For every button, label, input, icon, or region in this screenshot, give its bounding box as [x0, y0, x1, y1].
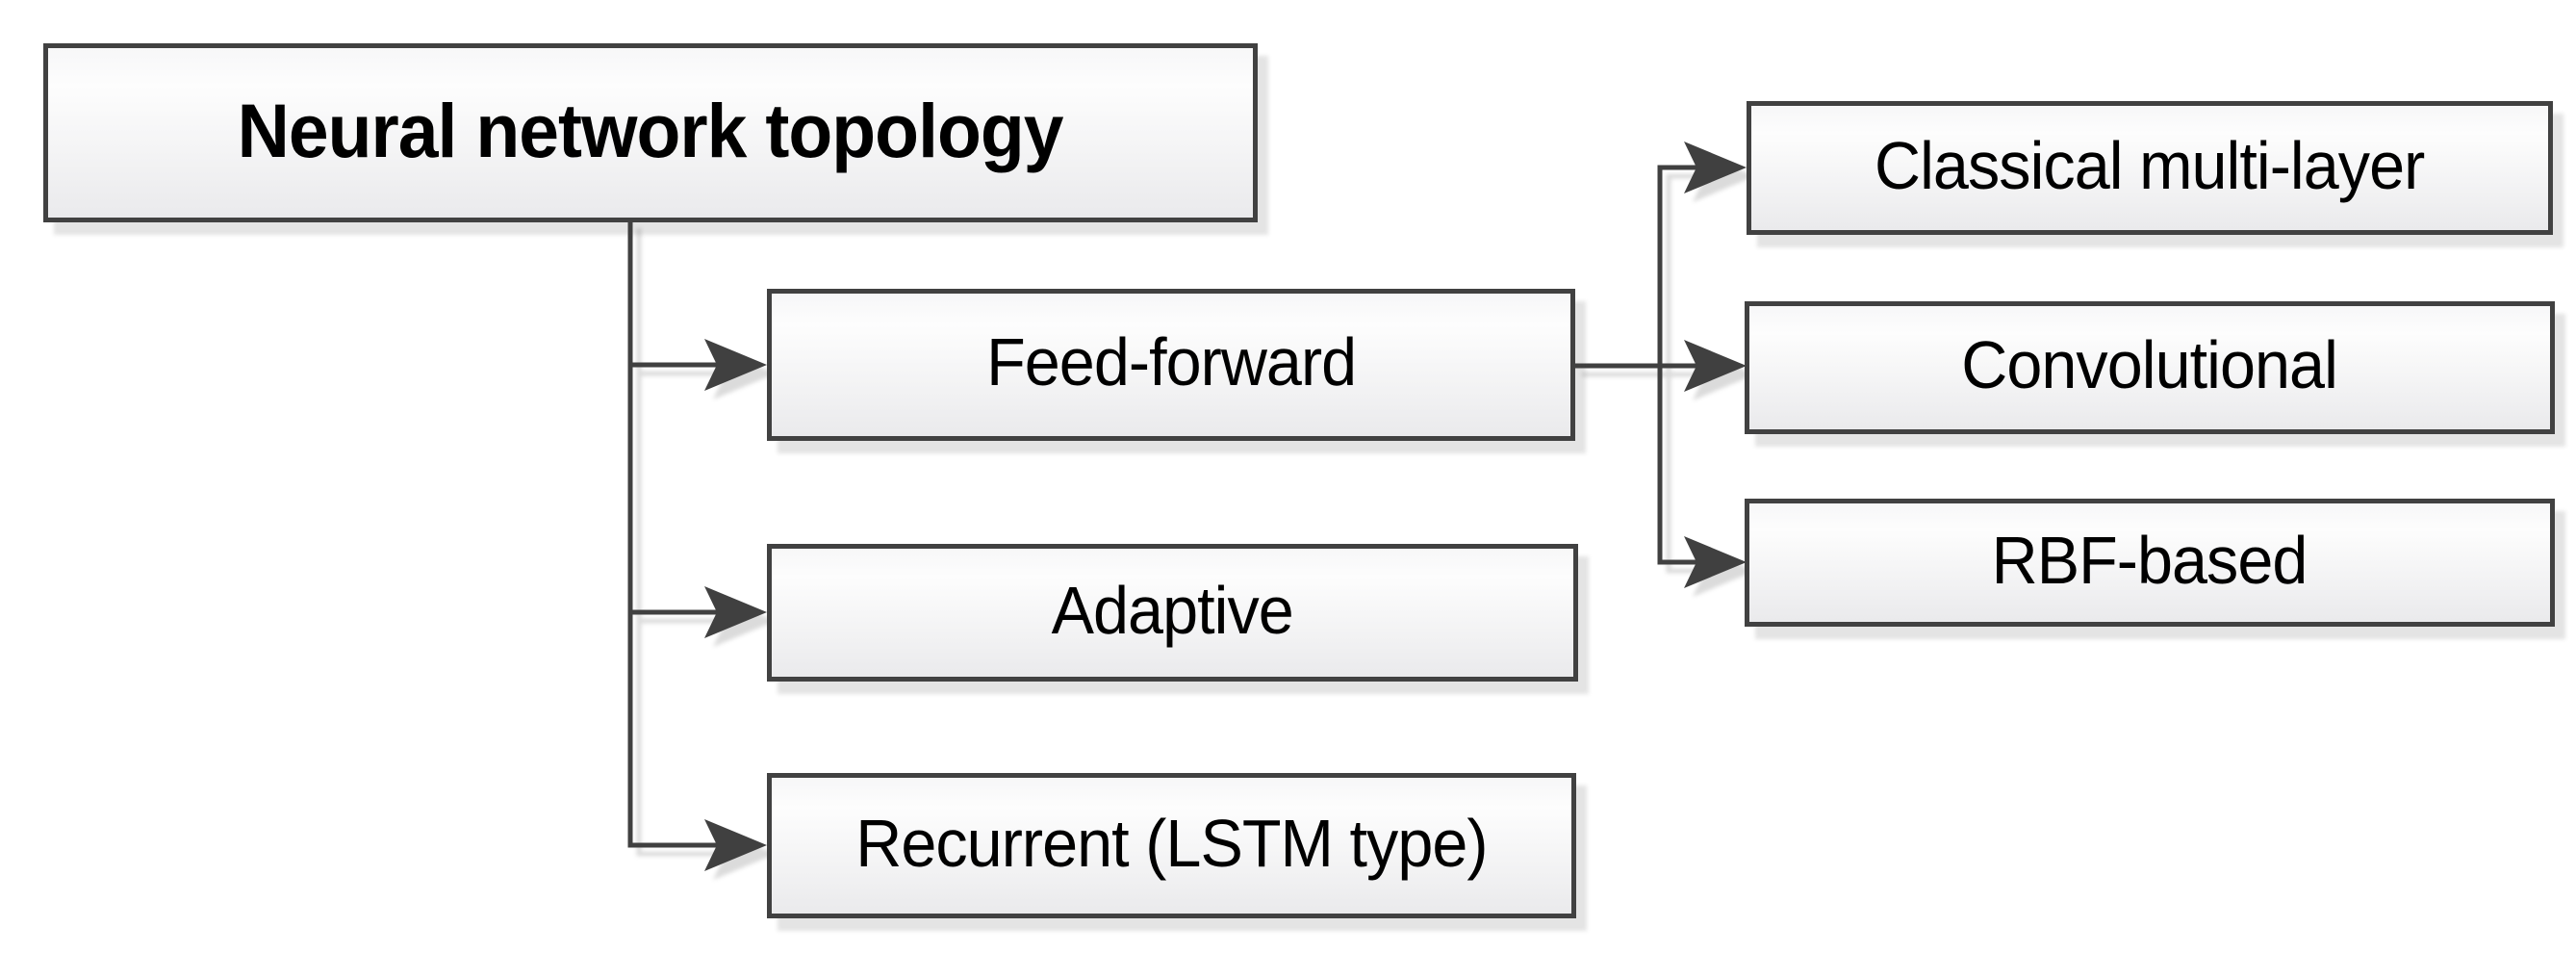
node-label: Recurrent (LSTM type) — [855, 805, 1488, 881]
node-label: Neural network topology — [238, 87, 1064, 173]
connector-root-recurrent — [627, 219, 724, 848]
connector-feed-forward-rbf — [1657, 366, 1703, 565]
node-adaptive: Adaptive — [767, 544, 1578, 682]
arrowhead-icon — [704, 819, 767, 871]
arrowhead-icon — [1684, 142, 1747, 193]
arrowhead-icon — [704, 339, 767, 391]
node-root: Neural network topology — [43, 43, 1258, 222]
arrowhead-icon — [1684, 536, 1747, 588]
node-label: Classical multi-layer — [1875, 127, 2425, 203]
connector-feed-forward-classical — [1657, 165, 1703, 366]
node-label: Feed-forward — [985, 324, 1357, 399]
arrowhead-icon — [704, 586, 767, 638]
node-label: Convolutional — [1961, 327, 2339, 402]
node-convolutional: Convolutional — [1745, 301, 2555, 434]
node-classical-multi-layer: Classical multi-layer — [1747, 101, 2553, 235]
node-recurrent: Recurrent (LSTM type) — [767, 773, 1576, 918]
node-rbf-based: RBF-based — [1745, 499, 2555, 627]
node-label: Adaptive — [1051, 572, 1294, 648]
arrowhead-icon — [1684, 340, 1747, 392]
node-feed-forward: Feed-forward — [767, 289, 1575, 441]
node-label: RBF-based — [1992, 522, 2308, 598]
